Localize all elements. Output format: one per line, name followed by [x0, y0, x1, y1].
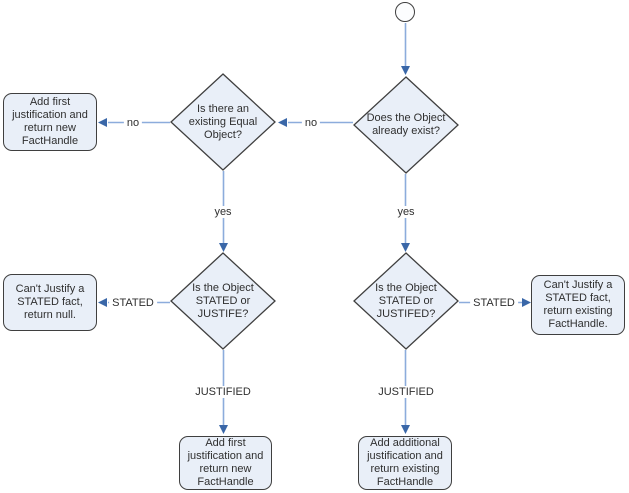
box-add-first-justification-bottom: Add first justification and return new F…: [179, 436, 272, 490]
arrowhead-left-add-first-top: [98, 118, 107, 127]
edge-label-yes-2: yes: [394, 206, 418, 218]
decision-stated-left-label: Is the Object STATED or JUSTIFE?: [192, 281, 254, 320]
edge-label-stated-1: STATED: [109, 296, 157, 309]
arrowhead-down-add-additional: [401, 425, 410, 434]
decision-equal-object: Is there an existing Equal Object?: [170, 73, 276, 171]
diamond-shape: [353, 252, 459, 350]
arrowhead-down-exists: [401, 66, 410, 75]
diamond-shape: [170, 252, 276, 350]
arrowhead-right-cant-existing: [522, 298, 531, 307]
arrowhead-left-equal: [278, 118, 287, 127]
decision-object-exists: Does the Object already exist?: [353, 76, 459, 174]
box-add-additional-justification: Add additional justification and return …: [358, 436, 452, 490]
edge-label-justified-1: JUSTIFIED: [192, 386, 254, 398]
decision-object-exists-label: Does the Object already exist?: [366, 112, 446, 137]
arrowhead-down-stated-right: [401, 243, 410, 252]
diamond-shape: [353, 76, 459, 174]
arrowhead-down-stated-left: [219, 243, 228, 252]
edge-label-no-1: no: [123, 116, 143, 129]
decision-stated-right-label: Is the Object STATED or JUSTIFED?: [375, 281, 437, 320]
decision-equal-object-label: Is there an existing Equal Object?: [188, 102, 258, 141]
diamond-shape: [170, 73, 276, 171]
edge-label-yes-1: yes: [211, 206, 235, 218]
box-cant-justify-existing: Can't Justify a STATED fact, return exis…: [531, 275, 625, 335]
box-cant-justify-null: Can't Justify a STATED fact, return null…: [3, 274, 97, 331]
edge-label-no-2: no: [301, 116, 321, 129]
edge-label-justified-2: JUSTIFIED: [375, 386, 437, 398]
edge-label-stated-2: STATED: [470, 296, 518, 309]
arrowhead-down-add-first-bottom: [219, 425, 228, 434]
start-circle: [395, 2, 415, 22]
box-add-first-justification-top: Add first justification and return new F…: [3, 93, 97, 151]
arrowhead-left-cant-null: [98, 298, 107, 307]
decision-stated-left: Is the Object STATED or JUSTIFE?: [170, 252, 276, 350]
decision-stated-right: Is the Object STATED or JUSTIFED?: [353, 252, 459, 350]
